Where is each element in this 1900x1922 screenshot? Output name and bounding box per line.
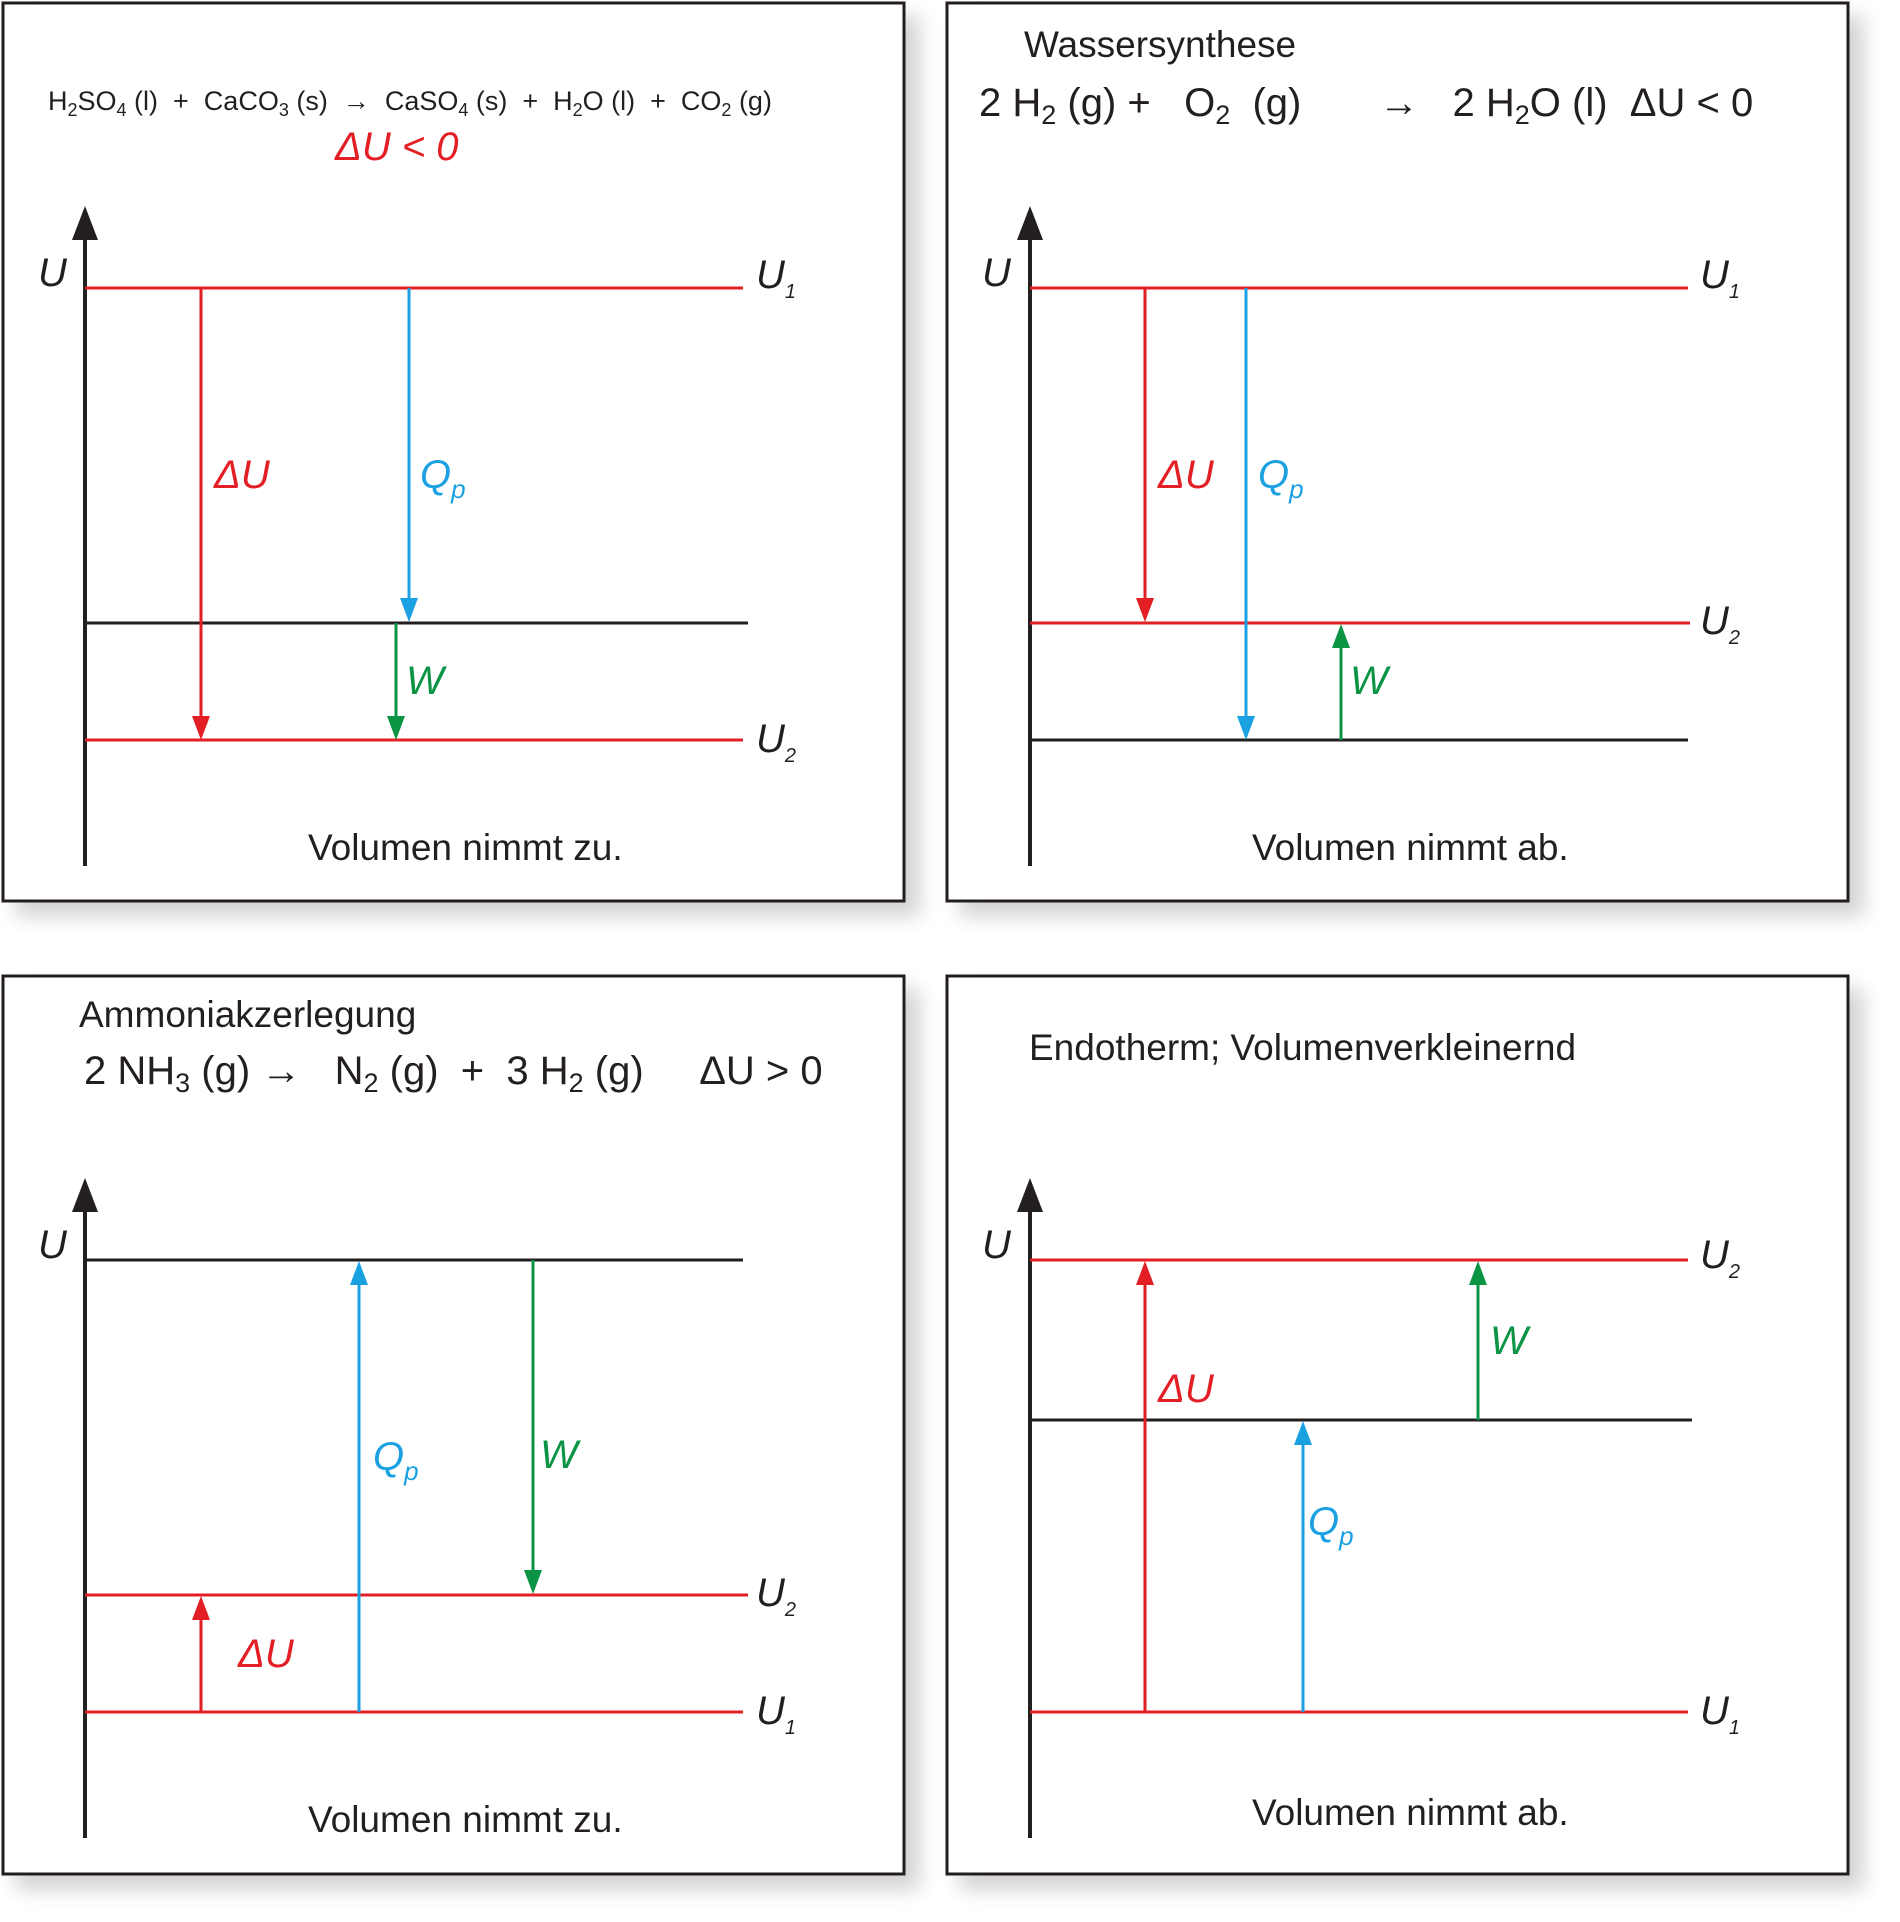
reaction-equation: H2SO4 (l) + CaCO3 (s) → CaSO4 (s) + H2O … — [48, 86, 772, 120]
delta-u-label: ΔU — [213, 453, 271, 497]
w-label: W — [540, 1433, 581, 1477]
qp-arrowhead — [1294, 1421, 1312, 1445]
delta-u-arrowhead — [192, 1596, 210, 1620]
w-arrowhead — [1469, 1261, 1487, 1285]
u-axis-arrowhead — [1017, 1178, 1043, 1212]
w-label: W — [1350, 659, 1391, 703]
qp-label: Qp — [373, 1435, 419, 1486]
volume-note: Volumen nimmt ab. — [1252, 827, 1569, 868]
panel-frame — [945, 974, 1850, 1876]
panel-frame — [945, 1, 1850, 903]
level-u1-label: U1 — [1700, 253, 1740, 303]
level-u2-label: U2 — [1700, 1233, 1740, 1283]
reaction-equation: 2 H2 (g) + O2 (g) → 2 H2O (l) ΔU < 0 — [979, 81, 1753, 130]
panel-heading: Wassersynthese — [1024, 24, 1296, 65]
w-arrowhead — [524, 1570, 542, 1594]
panel-bottom-right: Endotherm; Volumenverkleinernd U U2 U1 Δ… — [945, 974, 1850, 1876]
level-u1-label: U1 — [756, 1689, 796, 1739]
level-u1-label: U1 — [1700, 1689, 1740, 1739]
qp-arrowhead — [400, 598, 418, 622]
delta-u-label: ΔU — [1157, 1367, 1215, 1411]
w-arrowhead — [1332, 624, 1350, 648]
w-arrowhead — [387, 716, 405, 740]
qp-label: Qp — [420, 453, 466, 504]
w-label: W — [1490, 1319, 1531, 1363]
level-u2-label: U2 — [756, 717, 796, 767]
qp-arrowhead — [1237, 716, 1255, 740]
u-axis-arrowhead — [72, 1178, 98, 1212]
panel-heading: Endotherm; Volumenverkleinernd — [1029, 1027, 1576, 1068]
reaction-equation: 2 NH3 (g) → N2 (g) + 3 H2 (g) ΔU > 0 — [84, 1049, 823, 1098]
volume-note: Volumen nimmt zu. — [308, 827, 623, 868]
qp-label: Qp — [1308, 1500, 1354, 1551]
volume-note: Volumen nimmt ab. — [1252, 1792, 1569, 1833]
panel-heading: Ammoniakzerlegung — [79, 994, 416, 1035]
u-axis-label: U — [982, 1223, 1012, 1267]
panel-top-right: Wassersynthese 2 H2 (g) + O2 (g) → 2 H2O… — [945, 1, 1850, 903]
panel-frame — [1, 1, 906, 903]
w-label: W — [406, 659, 447, 703]
level-u1-label: U1 — [756, 253, 796, 303]
u-axis-label: U — [982, 251, 1012, 295]
delta-u-arrowhead — [1136, 1261, 1154, 1285]
panel-top-left: H2SO4 (l) + CaCO3 (s) → CaSO4 (s) + H2O … — [1, 1, 906, 903]
u-axis-label: U — [38, 251, 68, 295]
u-axis-arrowhead — [1017, 206, 1043, 240]
panel-bottom-left: Ammoniakzerlegung 2 NH3 (g) → N2 (g) + 3… — [1, 974, 906, 1876]
u-axis-arrowhead — [72, 206, 98, 240]
delta-u-arrowhead — [1136, 598, 1154, 622]
qp-arrowhead — [350, 1261, 368, 1285]
delta-u-label: ΔU — [1157, 453, 1215, 497]
level-u2-label: U2 — [1700, 599, 1740, 649]
volume-note: Volumen nimmt zu. — [308, 1799, 623, 1840]
u-axis-label: U — [38, 1223, 68, 1267]
level-u2-label: U2 — [756, 1571, 796, 1621]
delta-u-statement: ΔU < 0 — [334, 125, 459, 169]
delta-u-label: ΔU — [237, 1632, 295, 1676]
delta-u-arrowhead — [192, 716, 210, 740]
qp-label: Qp — [1258, 453, 1304, 504]
panel-frame — [1, 974, 906, 1876]
